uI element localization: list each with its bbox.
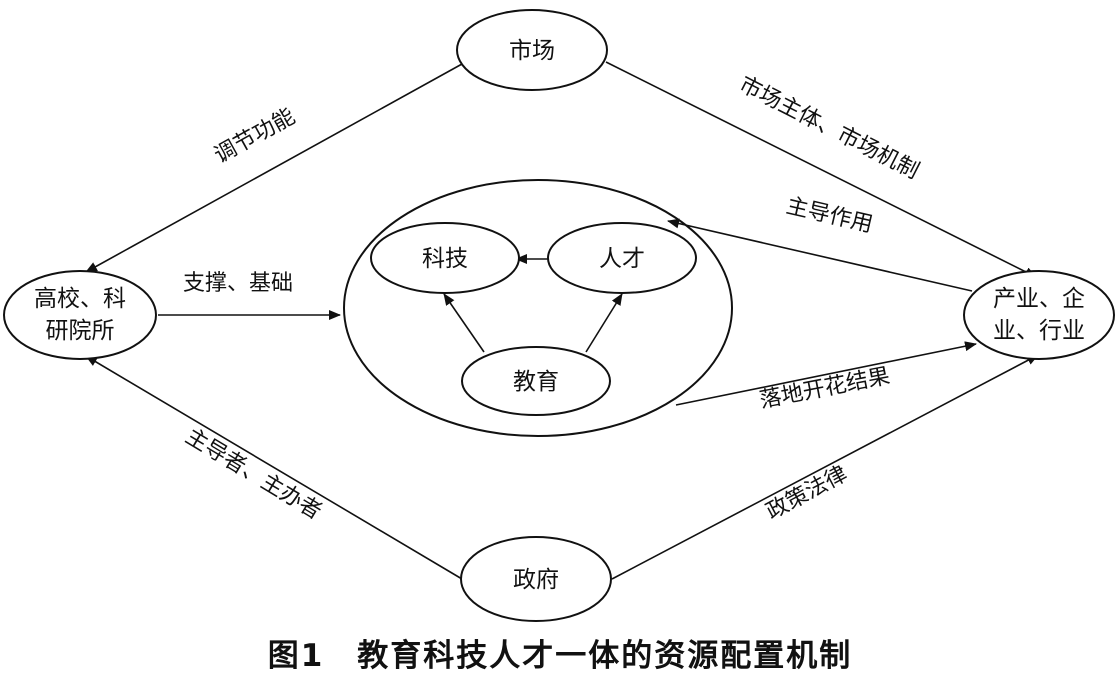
edge-label-regulate: 调节功能 bbox=[210, 104, 299, 169]
edge-label-support: 支撑、基础 bbox=[183, 271, 293, 296]
node-university-label-line2: 研院所 bbox=[46, 318, 115, 344]
edge-market-to-industry bbox=[605, 61, 1037, 278]
edge-label-leading: 主导作用 bbox=[784, 194, 875, 238]
node-industry-label-line1: 产业、企 bbox=[993, 286, 1085, 312]
node-university: 高校、科 研院所 bbox=[3, 270, 157, 360]
node-industry-label-line2: 业、行业 bbox=[993, 318, 1085, 344]
edge-market-to-university bbox=[85, 63, 463, 273]
edge-government-to-university bbox=[85, 355, 463, 580]
node-technology: 科技 bbox=[370, 222, 520, 294]
edge-education-to-talent bbox=[585, 293, 623, 353]
node-university-label-line1: 高校、科 bbox=[34, 286, 126, 312]
edge-label-market-subject: 市场主体、市场机制 bbox=[735, 72, 923, 184]
node-government: 政府 bbox=[460, 536, 612, 622]
node-market: 市场 bbox=[456, 9, 608, 91]
node-education-label: 教育 bbox=[513, 369, 559, 395]
node-market-label: 市场 bbox=[509, 38, 555, 64]
node-talent-label: 人才 bbox=[599, 246, 645, 272]
edge-core-to-industry bbox=[675, 341, 977, 406]
figure-caption: 图1 教育科技人才一体的资源配置机制 bbox=[267, 638, 853, 674]
edge-government-to-industry bbox=[611, 354, 1039, 580]
node-education: 教育 bbox=[461, 346, 611, 416]
edge-education-to-technology bbox=[443, 293, 485, 353]
edge-label-lead-host: 主导者、主办者 bbox=[181, 424, 326, 525]
node-technology-label: 科技 bbox=[422, 246, 468, 272]
node-core-container bbox=[343, 179, 733, 437]
node-talent: 人才 bbox=[547, 222, 697, 294]
edge-label-landing: 落地开花结果 bbox=[758, 364, 892, 414]
edge-industry-to-core bbox=[667, 218, 973, 292]
node-government-label: 政府 bbox=[513, 567, 559, 593]
node-industry: 产业、企 业、行业 bbox=[963, 270, 1115, 360]
